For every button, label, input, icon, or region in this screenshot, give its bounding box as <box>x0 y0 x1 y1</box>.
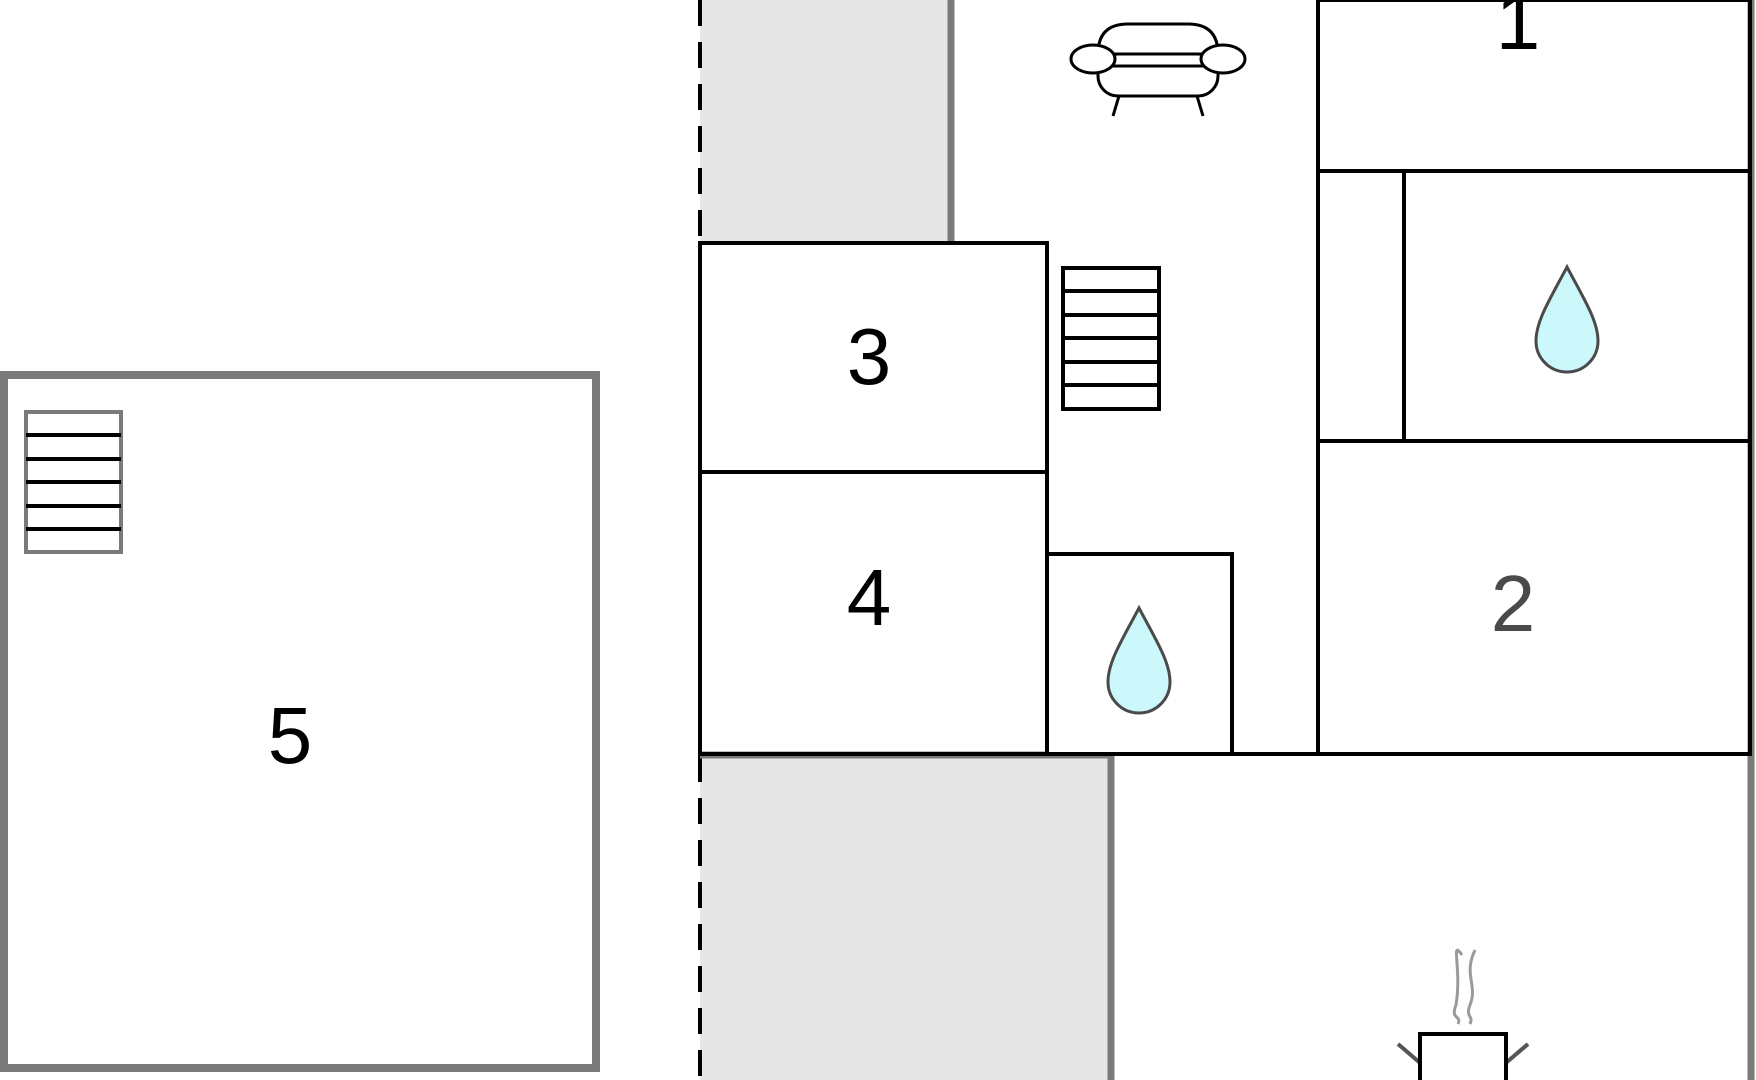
terrace-area-bottom <box>700 755 1111 1080</box>
room-2-label: 2 <box>1491 559 1536 648</box>
room-3-outline <box>698 241 1049 474</box>
terrace-area-top <box>700 0 951 243</box>
room-1-label: 1 <box>1496 0 1541 66</box>
closet-outline <box>1316 169 1406 443</box>
room-3-label: 3 <box>847 312 892 401</box>
grill-icon <box>1396 948 1530 1080</box>
water-drop-icon <box>1106 604 1172 715</box>
water-drop-icon-bathroom <box>1534 263 1600 374</box>
room-5-label: 5 <box>268 691 313 780</box>
room-4-label: 4 <box>847 553 892 642</box>
stairs-icon <box>1061 266 1161 411</box>
sofa-icon <box>1069 22 1247 117</box>
room-2-outline <box>1316 439 1752 756</box>
stairs-icon-room-5 <box>24 410 123 554</box>
